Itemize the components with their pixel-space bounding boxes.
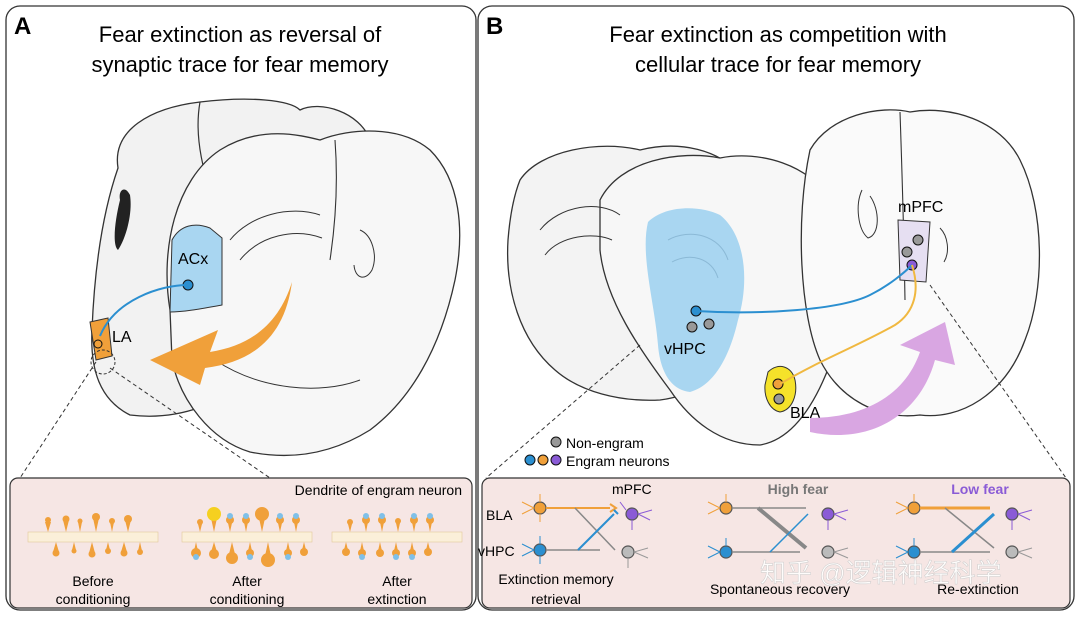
circuit1-mpfc-engram — [625, 507, 639, 521]
mpfc-label: mPFC — [898, 199, 943, 216]
circuit3-vhpc-neuron — [907, 545, 921, 559]
stage1-line2: conditioning — [56, 591, 131, 607]
bla-label: BLA — [790, 405, 821, 422]
ventricle-b-2 — [939, 227, 948, 263]
bla-to-mpfc-projection — [779, 264, 917, 385]
acx-to-la-projection — [99, 284, 189, 337]
panel-b: B Fear extinction as competition with ce… — [477, 5, 1075, 611]
watermark: 知乎 @逻辑神经科学 — [760, 558, 1002, 588]
circuit1-bla-neuron — [533, 501, 547, 515]
zoom-line-a-right — [109, 367, 271, 479]
circuit3-mpfc-nonengram — [1005, 545, 1019, 559]
circuit-extinction-retrieval — [521, 494, 653, 568]
panel-a: A Fear extinction as reversal of synapti… — [5, 5, 477, 611]
midline-front — [329, 139, 337, 261]
vhpc-to-mpfc-projection — [695, 264, 913, 314]
mpfc-nonengram-neuron-1 — [901, 246, 913, 258]
hippocampus-curve-a2 — [239, 233, 323, 261]
cond2-label: Spontaneous recovery — [710, 581, 850, 597]
legend-engram-swatch-orange — [537, 454, 549, 466]
circuit2-mpfc-nonengram — [821, 545, 835, 559]
legend-engram-label: Engram neurons — [566, 453, 670, 469]
ventricle-b — [857, 189, 878, 239]
cond1-line2: retrieval — [531, 591, 581, 607]
vhpc-region — [645, 208, 745, 392]
panel-b-title-line1: Fear extinction as competition with — [609, 22, 947, 47]
circuit1-mpfc-nonengram — [621, 545, 635, 559]
dendrite-box — [9, 477, 473, 609]
vhpc-layer-2 — [671, 256, 719, 279]
circuit-spontaneous-recovery — [707, 494, 849, 559]
vhpc-nonengram-neuron-2 — [703, 318, 715, 330]
stage1-line1: Before — [72, 573, 113, 589]
panel-b-letter: B — [486, 13, 503, 40]
high-fear-label: High fear — [768, 481, 829, 497]
panel-a-letter: A — [14, 13, 31, 40]
dendrite-after-extinction — [331, 513, 463, 560]
stage2-line1: After — [232, 573, 262, 589]
orange-direction-arrow — [150, 282, 292, 385]
dark-structure — [114, 189, 131, 250]
dendrite-title: Dendrite of engram neuron — [295, 482, 462, 498]
brain-slice-front — [166, 130, 461, 457]
panel-a-title-line2: synaptic trace for fear memory — [91, 52, 388, 77]
acx-label: ACx — [178, 251, 208, 268]
stage2-line2: conditioning — [210, 591, 285, 607]
cortex-curve-b2 — [544, 235, 613, 256]
low-fear-label: Low fear — [951, 481, 1009, 497]
circuit-bla-label: BLA — [486, 507, 513, 523]
cond1-line1: Extinction memory — [498, 571, 613, 587]
circuit3-mpfc-engram — [1005, 507, 1019, 521]
la-neuron — [93, 339, 103, 349]
vhpc-layer-1 — [667, 233, 729, 261]
panel-b-title-line2: cellular trace for fear memory — [635, 52, 921, 77]
bla-engram-neuron — [772, 378, 784, 390]
circuit1-vhpc-neuron — [533, 543, 547, 557]
hippocampus-curve-a1 — [229, 210, 321, 241]
circuit3-bla-neuron — [907, 501, 921, 515]
bla-region — [764, 365, 797, 413]
circuit-mpfc-label: mPFC — [612, 481, 652, 497]
purple-direction-arrow — [810, 322, 955, 436]
cond3-label: Re-extinction — [937, 581, 1019, 597]
circuit2-bla-neuron — [719, 501, 733, 515]
la-label: LA — [112, 329, 132, 346]
legend-engram-swatch-blue — [524, 454, 536, 466]
mpfc-nonengram-neuron-2 — [912, 234, 924, 246]
zoom-line-a-left — [19, 361, 97, 479]
la-region — [89, 317, 113, 361]
bla-nonengram-neuron — [773, 393, 785, 405]
legend-engram-swatch-purple — [550, 454, 562, 466]
legend-nonengram-label: Non-engram — [566, 435, 644, 451]
lower-contour-a — [214, 359, 361, 389]
circuit2-vhpc-neuron — [719, 545, 733, 559]
circuit2-mpfc-engram — [821, 507, 835, 521]
zoom-line-b-right — [929, 284, 1067, 479]
ventricle-a — [353, 229, 375, 278]
acx-region — [169, 224, 223, 313]
dendrite-after-conditioning — [181, 507, 313, 567]
legend: Non-engram Engram neurons — [524, 435, 670, 469]
vhpc-nonengram-neuron-1 — [686, 321, 698, 333]
zoom-circle-a — [90, 349, 116, 375]
vhpc-label: vHPC — [664, 341, 706, 358]
circuit-vhpc-label: vHPC — [478, 543, 515, 559]
cortex-curve-b1 — [539, 206, 621, 231]
panel-a-title-line1: Fear extinction as reversal of — [99, 22, 382, 47]
stage3-line1: After — [382, 573, 412, 589]
legend-nonengram-swatch — [550, 436, 562, 448]
stage3-line2: extinction — [367, 591, 426, 607]
zoom-line-b-left — [485, 344, 641, 479]
dendrite-before-conditioning — [27, 513, 159, 558]
circuit-re-extinction — [895, 494, 1033, 559]
mpfc-region — [897, 219, 931, 283]
